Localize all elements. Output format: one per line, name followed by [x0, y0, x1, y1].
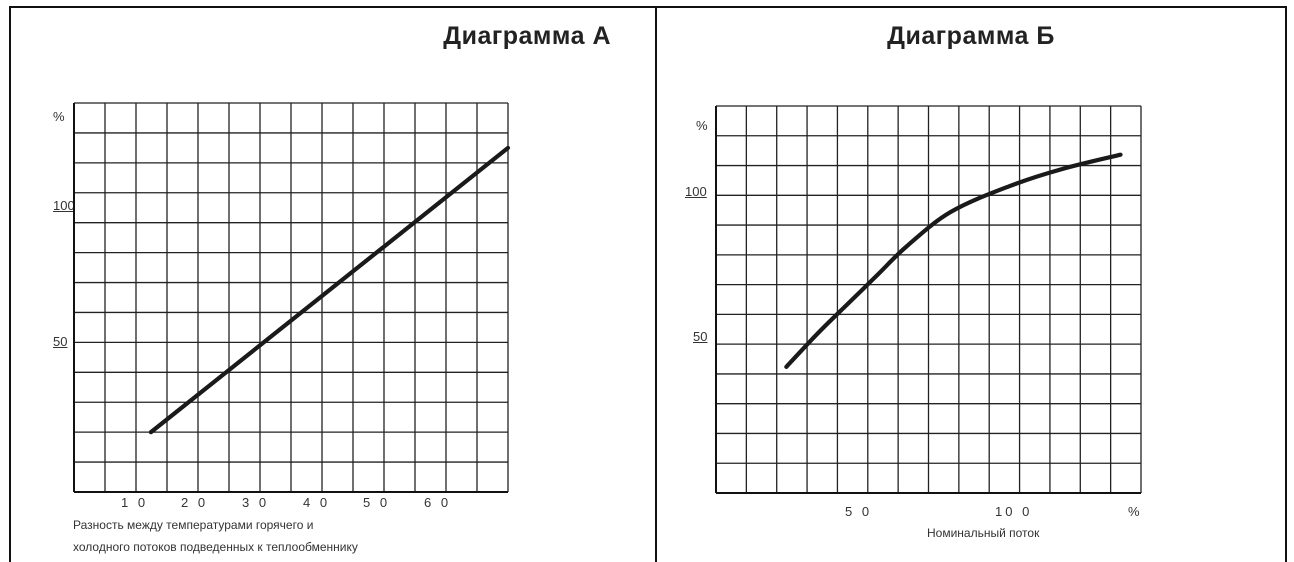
chart-b-title: Диаграмма Б	[887, 22, 1055, 50]
chart-a-x-tick-60: 6 0	[424, 495, 452, 510]
chart-b-y-tick-50: 50	[693, 329, 708, 344]
chart-a-y-tick-50: 50	[53, 334, 68, 349]
chart-a-x-axis-label-line-1: Разность между температурами горячего и	[73, 518, 314, 532]
chart-a-x-tick-10: 1 0	[121, 495, 149, 510]
chart-a-x-tick-40: 4 0	[303, 495, 331, 510]
chart-panel-a: Диаграмма А % 100 50 1 0 2 0 3 0 4 0 5 0…	[11, 6, 655, 562]
chart-b-y-unit-label: %	[696, 118, 708, 133]
chart-b-x-tick-100: 10 0	[995, 504, 1033, 519]
chart-a-x-axis-label-line-2: холодного потоков подведенных к теплообм…	[73, 540, 358, 554]
chart-a-x-tick-50: 5 0	[363, 495, 391, 510]
chart-a-x-axis-label: Разность между температурами горячего и …	[73, 514, 358, 558]
chart-b-series-line-0	[784, 152, 1123, 369]
chart-b-x-axis-label: Номинальный поток	[927, 526, 1040, 540]
chart-b-x-tick-50: 5 0	[845, 504, 873, 519]
chart-b-plot	[715, 105, 1142, 494]
chart-b-x-tick-percent: %	[1128, 504, 1143, 519]
chart-a-title: Диаграмма А	[443, 22, 611, 50]
chart-a-x-tick-30: 3 0	[242, 495, 270, 510]
chart-a-series-line-0	[148, 145, 511, 435]
figure-frame	[9, 6, 1287, 562]
panel-divider	[655, 6, 657, 562]
chart-a-y-unit-label: %	[53, 109, 65, 124]
chart-a-y-tick-100: 100	[53, 198, 75, 213]
chart-panel-b: Диаграмма Б % 100 50 5 0 10 0 % Номиналь…	[657, 6, 1285, 562]
chart-b-y-tick-100: 100	[685, 184, 707, 199]
chart-a-x-tick-20: 2 0	[181, 495, 209, 510]
chart-a-grid	[73, 102, 509, 493]
chart-a-plot	[73, 102, 511, 493]
